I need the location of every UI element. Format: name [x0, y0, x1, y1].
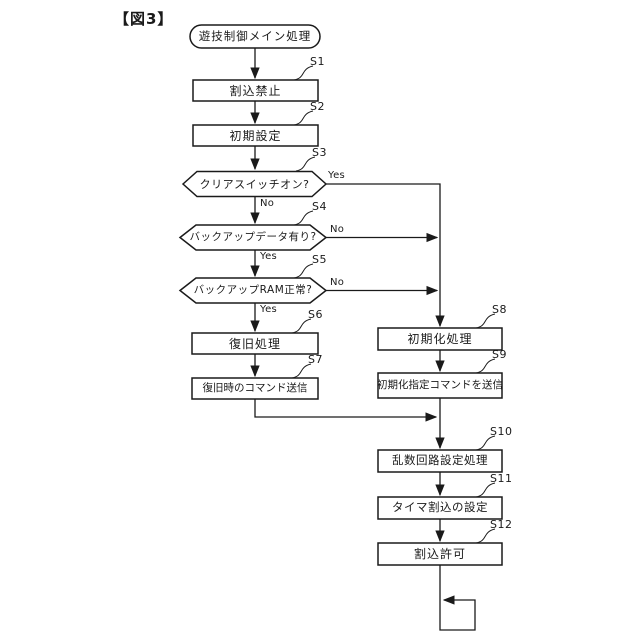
- leader-s6: [291, 318, 312, 334]
- decision-s5-label: バックアップRAM正常?: [193, 284, 313, 297]
- process-box-s2: [192, 124, 319, 147]
- branch-label-s4-no: No: [330, 224, 345, 235]
- decision-s3-label: クリアスイッチオン?: [199, 177, 310, 191]
- step-id-s11: S11: [490, 472, 513, 485]
- step-id-s10: S10: [490, 425, 513, 438]
- process-s7-label: 復旧時のコマンド送信: [202, 382, 308, 395]
- connector-s3-yes-to-s8: [326, 183, 445, 328]
- start-terminal-label: 遊技制御メイン処理: [198, 28, 312, 43]
- step-id-s3: S3: [312, 146, 327, 159]
- step-id-s6: S6: [308, 308, 323, 321]
- leader-s5: [293, 263, 314, 279]
- process-box-s7: [191, 377, 319, 400]
- process-s12-label: 割込許可: [413, 547, 466, 561]
- step-id-s7: S7: [308, 353, 323, 366]
- process-s10-label: 乱数回路設定処理: [392, 453, 488, 468]
- leader-s8: [475, 313, 496, 329]
- leader-s9: [475, 358, 496, 374]
- step-id-s1: S1: [310, 55, 325, 68]
- process-s8-label: 初期化処理: [407, 332, 473, 346]
- process-s2-label: 初期設定: [229, 128, 282, 143]
- leader-s12: [475, 528, 496, 544]
- process-s6-label: 復旧処理: [228, 336, 281, 351]
- process-box-s10: [377, 449, 503, 473]
- process-box-s8: [377, 327, 503, 351]
- process-s1-label: 割込禁止: [229, 83, 282, 98]
- step-id-s4: S4: [312, 200, 327, 213]
- decision-s4-label: バックアップデータ有り?: [189, 231, 317, 244]
- process-box-s9: [377, 372, 503, 399]
- branch-label-s5-yes: Yes: [260, 304, 278, 315]
- leader-s1: [293, 65, 314, 81]
- branch-label-s3-yes: Yes: [328, 170, 346, 181]
- decision-hex-s4: [178, 224, 328, 251]
- step-id-s2: S2: [310, 100, 325, 113]
- process-s11-label: タイマ割込の設定: [392, 500, 488, 515]
- process-box-s6: [191, 332, 319, 355]
- step-id-s8: S8: [492, 303, 507, 316]
- start-terminal: [189, 24, 321, 49]
- leader-s10: [475, 435, 496, 451]
- process-box-s1: [192, 79, 319, 102]
- connector-end-loop: [439, 565, 476, 631]
- step-id-s5: S5: [312, 253, 327, 266]
- step-id-s9: S9: [492, 348, 507, 361]
- branch-label-s3-no: No: [260, 198, 275, 209]
- process-box-s11: [377, 496, 503, 520]
- leader-s11: [475, 482, 496, 498]
- decision-hex-s5: [178, 277, 328, 304]
- process-box-s12: [377, 542, 503, 566]
- process-s9-label: 初期化指定コマンドを送信: [377, 379, 503, 392]
- step-id-s12: S12: [490, 518, 513, 531]
- figure-caption: 【図3】: [114, 10, 174, 28]
- leader-s2: [293, 110, 314, 126]
- branch-label-s5-no: No: [330, 277, 345, 288]
- leader-s4: [293, 210, 314, 226]
- leader-s7: [291, 363, 312, 379]
- decision-hex-s3: [181, 170, 328, 198]
- leader-s3: [295, 156, 316, 172]
- connector-s7-to-merge: [254, 399, 438, 422]
- branch-label-s4-yes: Yes: [260, 251, 278, 262]
